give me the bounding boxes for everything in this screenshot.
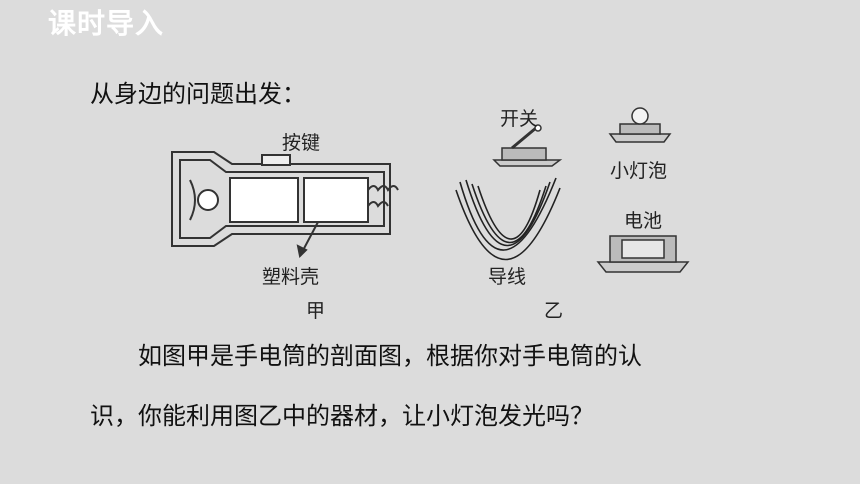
question-line-2: 识，你能利用图乙中的器材，让小灯泡发光吗？ — [90, 402, 594, 430]
figure-a-caption: 甲 — [306, 300, 326, 322]
flashlight-bulb — [197, 189, 219, 211]
flashlight-inner-shell — [179, 159, 385, 239]
switch-illustration — [492, 124, 563, 167]
flashlight-shell — [171, 151, 391, 247]
flashlight-button — [261, 154, 291, 166]
spring — [367, 185, 399, 192]
battery-illustration — [596, 235, 690, 273]
bulb-illustration — [608, 107, 672, 143]
wire-label: 导线 — [488, 266, 527, 288]
figure-b-caption: 乙 — [544, 300, 564, 322]
intro-text: 从身边的问题出发： — [90, 80, 306, 108]
question-line-1: 如图甲是手电筒的剖面图，根据你对手电筒的认 — [90, 342, 642, 370]
page-title: 课时导入 — [48, 7, 165, 40]
battery-cell-2 — [303, 177, 369, 223]
shell-label: 塑料壳 — [262, 266, 320, 288]
shell-pointer-arrow — [296, 244, 308, 259]
flashlight-illustration — [171, 151, 399, 259]
wires-illustration — [455, 177, 561, 261]
battery-label: 电池 — [624, 210, 663, 232]
bulb-label: 小灯泡 — [610, 160, 668, 182]
switch-label: 开关 — [500, 108, 539, 130]
question-paragraph: 如图甲是手电筒的剖面图，根据你对手电筒的认 识，你能利用图乙中的器材，让小灯泡发… — [90, 326, 790, 446]
reflector — [189, 179, 196, 221]
button-label: 按键 — [282, 132, 321, 154]
spring-lower — [367, 201, 389, 208]
battery-cell-1 — [229, 177, 299, 223]
